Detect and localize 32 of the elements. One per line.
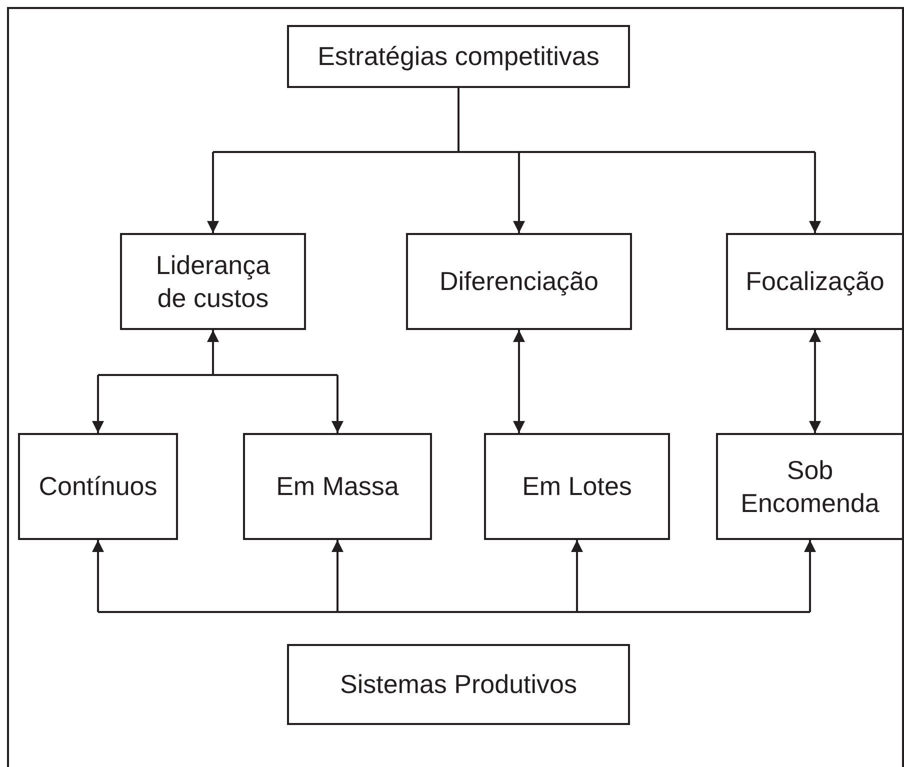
process-box bbox=[726, 233, 904, 330]
process-box bbox=[287, 644, 630, 725]
box-label: Em Massa bbox=[276, 470, 399, 503]
process-box bbox=[484, 433, 670, 540]
box-label: Sistemas Produtivos bbox=[340, 668, 577, 701]
arrow bbox=[571, 540, 583, 612]
arrow bbox=[513, 330, 525, 433]
process-box bbox=[18, 433, 178, 540]
connector-line bbox=[212, 87, 816, 153]
arrow bbox=[92, 540, 104, 612]
box-label: Focalização bbox=[746, 265, 884, 298]
arrow bbox=[92, 375, 104, 433]
arrow bbox=[809, 152, 821, 233]
process-box bbox=[287, 25, 630, 88]
box-label: Contínuos bbox=[38, 470, 158, 503]
arrow bbox=[332, 540, 344, 612]
process-box bbox=[716, 433, 904, 540]
connector-line bbox=[98, 611, 810, 613]
box-label: Diferenciação bbox=[440, 265, 598, 298]
arrow bbox=[207, 152, 219, 233]
box-label: Sob Encomenda bbox=[740, 454, 880, 519]
connector-line bbox=[97, 329, 338, 376]
process-box bbox=[243, 433, 432, 540]
arrow bbox=[332, 375, 344, 433]
box-label: Em Lotes bbox=[522, 470, 632, 503]
process-box bbox=[406, 233, 632, 330]
box-label: Estratégias competitivas bbox=[318, 40, 600, 73]
arrow bbox=[804, 540, 816, 612]
arrow bbox=[513, 152, 525, 233]
process-box bbox=[120, 233, 306, 330]
arrow bbox=[809, 330, 821, 433]
box-label: Liderança de custos bbox=[154, 249, 272, 314]
